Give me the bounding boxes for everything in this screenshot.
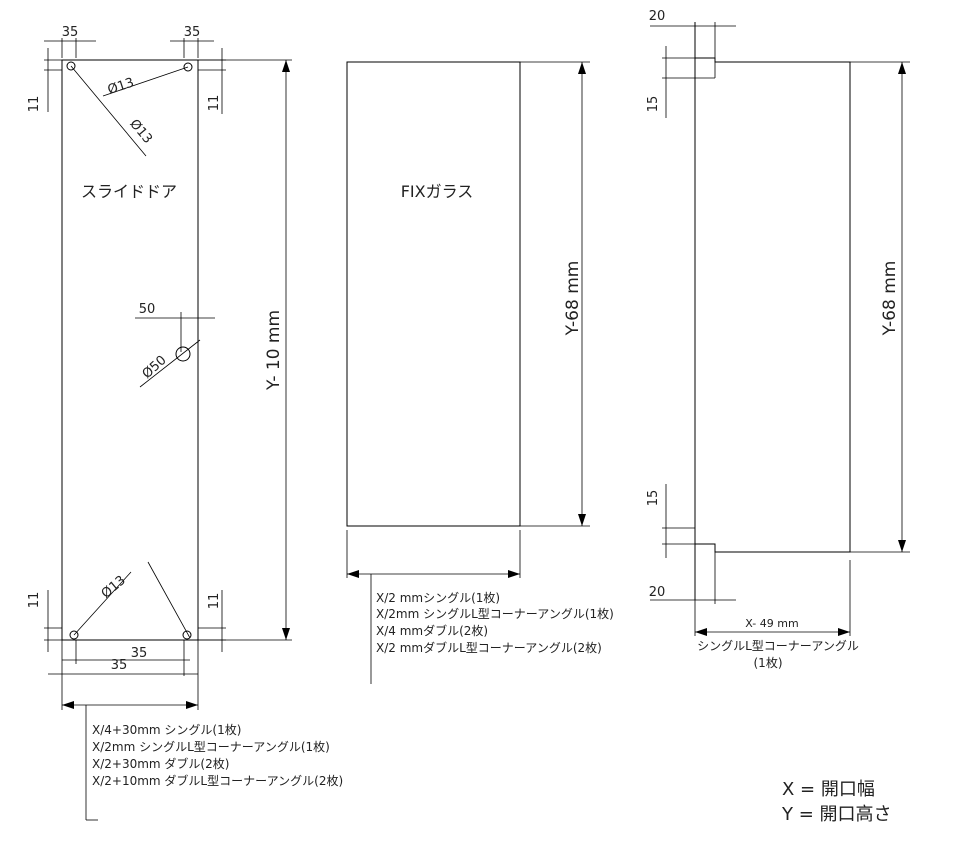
slide-door-note-3: X/2+30mm ダブル(2枚) [92,756,229,771]
slide-door-note-1: X/4+30mm シングル(1枚) [92,722,241,737]
center-hole [175,346,191,362]
hole-13-c-label: Ø13 [99,573,129,602]
hole-bottom-left [69,630,79,640]
bottom-35-b-label: 35 [111,658,128,673]
top-right-35-label: 35 [184,25,201,40]
slide-door-note-2: X/2mm シングルL型コーナーアングル(1枚) [92,739,330,754]
legend-x: X = 開口幅 [782,779,875,800]
corner-caption-line1: シングルL型コーナーアングル [697,639,859,653]
corner-width-label: X- 49 mm [745,617,798,630]
right-11-bottom-label: 11 [207,593,222,610]
bottom-35-a-label: 35 [131,646,148,661]
left-11-bottom-label: 11 [27,592,42,609]
slide-door-height-label: Y- 10 mm [264,310,284,391]
hole-bottom-right [182,630,192,640]
fix-glass-title: FIXガラス [401,182,474,201]
slide-door-notes: X/4+30mm シングル(1枚) X/2mm シングルL型コーナーアングル(1… [92,722,343,788]
left-11-top-label: 11 [27,96,42,113]
hole-top-right [183,62,193,72]
fix-glass-notes: X/2 mmシングル(1枚) X/2mm シングルL型コーナーアングル(1枚) … [376,590,614,655]
legend: X = 開口幅 Y = 開口高さ [781,779,892,825]
legend-y: Y = 開口高さ [781,804,892,825]
corner-angle-height-label: Y-68 mm [880,261,900,337]
corner-angle-panel: Y-68 mm 20 15 15 20 X- 49 mm シングルL型コーナーア… [646,9,910,670]
hole-top-left [66,61,76,71]
corner-top-15-label: 15 [646,96,661,113]
fix-glass-note-1: X/2 mmシングル(1枚) [376,590,500,605]
hole-13-a-label: Ø13 [106,75,136,98]
fix-glass-note-2: X/2mm シングルL型コーナーアングル(1枚) [376,606,614,621]
fix-glass-panel: Y-68 mm FIXガラス [346,61,590,684]
corner-caption-line2: (1枚) [754,655,783,670]
fix-glass-note-3: X/4 mmダブル(2枚) [376,623,488,638]
hole-13-b-label: Ø13 [126,117,155,147]
corner-bottom-20-label: 20 [649,585,666,600]
slide-door-title: スライドドア [81,182,177,201]
corner-bottom-15-label: 15 [646,490,661,507]
slide-door-panel: Y- 10 mm 35 35 11 11 Ø13 Ø13 スライドドア [27,25,292,821]
top-left-35-label: 35 [62,25,79,40]
center-hole-label: Ø50 [140,353,170,382]
center-50-label: 50 [139,302,156,317]
fix-glass-note-4: X/2 mmダブルL型コーナーアングル(2枚) [376,640,602,655]
slide-door-note-4: X/2+10mm ダブルL型コーナーアングル(2枚) [92,773,343,788]
right-11-top-label: 11 [207,95,222,112]
corner-top-20-label: 20 [649,9,666,24]
fix-glass-height-label: Y-68 mm [563,261,583,337]
